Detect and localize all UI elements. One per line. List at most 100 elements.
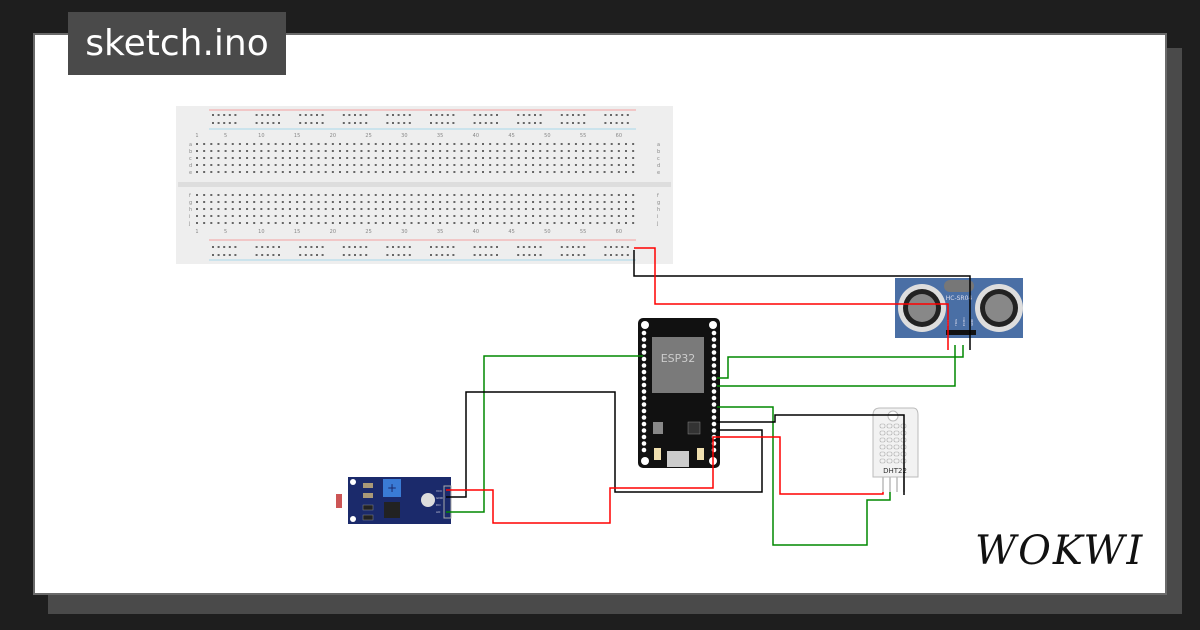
breadboard-hole[interactable] <box>431 157 434 159</box>
breadboard-hole[interactable] <box>374 171 377 173</box>
breadboard-hole[interactable] <box>467 171 470 173</box>
breadboard-hole[interactable] <box>210 150 213 152</box>
breadboard-hole[interactable] <box>632 208 635 210</box>
breadboard-hole[interactable] <box>346 194 349 196</box>
breadboard-hole[interactable] <box>567 222 570 224</box>
esp32-pin[interactable] <box>711 369 717 375</box>
breadboard-hole[interactable] <box>474 164 477 166</box>
breadboard-hole[interactable] <box>582 164 585 166</box>
rail-hole[interactable] <box>299 254 302 256</box>
breadboard-hole[interactable] <box>310 201 313 203</box>
rail-hole[interactable] <box>435 122 438 124</box>
esp32-pin[interactable] <box>641 389 647 394</box>
breadboard-hole[interactable] <box>389 201 392 203</box>
breadboard-hole[interactable] <box>625 215 627 217</box>
breadboard-hole[interactable] <box>574 222 577 224</box>
breadboard-hole[interactable] <box>610 157 613 159</box>
breadboard-hole[interactable] <box>231 215 234 217</box>
esp32-pin[interactable] <box>641 363 647 368</box>
breadboard-hole[interactable] <box>367 164 370 166</box>
breadboard-hole[interactable] <box>589 222 592 224</box>
rail-hole[interactable] <box>278 246 280 248</box>
breadboard-hole[interactable] <box>339 157 341 159</box>
breadboard-hole[interactable] <box>453 171 456 173</box>
esp32-pin[interactable] <box>711 343 717 349</box>
breadboard-hole[interactable] <box>217 150 220 152</box>
breadboard-hole[interactable] <box>339 208 341 210</box>
breadboard-hole[interactable] <box>582 208 585 210</box>
breadboard-hole[interactable] <box>288 164 291 166</box>
breadboard-hole[interactable] <box>417 150 420 152</box>
breadboard-hole[interactable] <box>303 150 306 152</box>
rail-hole[interactable] <box>316 114 318 116</box>
breadboard-hole[interactable] <box>217 208 220 210</box>
breadboard-hole[interactable] <box>424 208 427 210</box>
breadboard-hole[interactable] <box>460 215 463 217</box>
breadboard-hole[interactable] <box>217 215 220 217</box>
breadboard-hole[interactable] <box>510 143 513 145</box>
breadboard-hole[interactable] <box>596 194 599 196</box>
breadboard-hole[interactable] <box>546 222 549 224</box>
breadboard-hole[interactable] <box>625 201 627 203</box>
breadboard-hole[interactable] <box>267 201 270 203</box>
breadboard-hole[interactable] <box>274 164 277 166</box>
rail-hole[interactable] <box>435 114 438 116</box>
breadboard-hole[interactable] <box>288 194 291 196</box>
breadboard-hole[interactable] <box>532 157 535 159</box>
rail-hole[interactable] <box>484 122 487 124</box>
rail-hole[interactable] <box>572 114 574 116</box>
rail-hole[interactable] <box>255 114 258 116</box>
breadboard-hole[interactable] <box>274 150 277 152</box>
breadboard-hole[interactable] <box>224 201 227 203</box>
breadboard-hole[interactable] <box>360 157 363 159</box>
breadboard-hole[interactable] <box>560 194 563 196</box>
rail-hole[interactable] <box>310 246 313 248</box>
breadboard-hole[interactable] <box>453 194 456 196</box>
esp32-pin[interactable] <box>641 441 647 446</box>
breadboard-hole[interactable] <box>246 143 249 145</box>
breadboard-hole[interactable] <box>331 171 334 173</box>
breadboard-hole[interactable] <box>389 215 392 217</box>
breadboard-hole[interactable] <box>567 143 570 145</box>
breadboard-hole[interactable] <box>446 171 449 173</box>
breadboard-hole[interactable] <box>610 143 613 145</box>
breadboard-hole[interactable] <box>546 171 549 173</box>
breadboard-hole[interactable] <box>381 164 384 166</box>
breadboard-hole[interactable] <box>625 150 627 152</box>
breadboard-hole[interactable] <box>353 215 356 217</box>
rail-hole[interactable] <box>342 114 345 116</box>
breadboard-hole[interactable] <box>324 194 327 196</box>
breadboard-hole[interactable] <box>589 157 592 159</box>
breadboard-hole[interactable] <box>203 222 206 224</box>
breadboard-hole[interactable] <box>238 222 241 224</box>
breadboard-hole[interactable] <box>410 143 413 145</box>
breadboard-hole[interactable] <box>396 215 399 217</box>
breadboard-hole[interactable] <box>296 208 299 210</box>
breadboard-hole[interactable] <box>482 201 484 203</box>
breadboard-hole[interactable] <box>496 164 499 166</box>
breadboard-hole[interactable] <box>503 208 506 210</box>
rail-hole[interactable] <box>359 246 362 248</box>
breadboard-hole[interactable] <box>632 171 635 173</box>
breadboard-hole[interactable] <box>274 215 277 217</box>
breadboard-hole[interactable] <box>403 150 406 152</box>
rail-hole[interactable] <box>479 254 482 256</box>
breadboard-hole[interactable] <box>424 143 427 145</box>
breadboard-hole[interactable] <box>267 143 270 145</box>
breadboard-hole[interactable] <box>503 194 506 196</box>
breadboard-hole[interactable] <box>324 201 327 203</box>
breadboard-hole[interactable] <box>267 150 270 152</box>
breadboard-hole[interactable] <box>210 208 213 210</box>
breadboard-hole[interactable] <box>439 194 442 196</box>
rail-hole[interactable] <box>615 246 618 248</box>
breadboard-hole[interactable] <box>625 194 627 196</box>
breadboard-hole[interactable] <box>246 222 249 224</box>
breadboard-hole[interactable] <box>539 171 542 173</box>
breadboard-hole[interactable] <box>203 215 206 217</box>
breadboard-hole[interactable] <box>446 157 449 159</box>
breadboard-hole[interactable] <box>381 143 384 145</box>
breadboard-hole[interactable] <box>203 201 206 203</box>
breadboard-hole[interactable] <box>596 143 599 145</box>
rail-hole[interactable] <box>261 114 264 116</box>
breadboard-hole[interactable] <box>632 143 635 145</box>
